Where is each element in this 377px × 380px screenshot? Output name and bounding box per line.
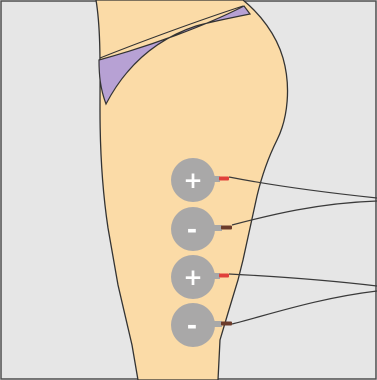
electrode-label-plus: + bbox=[183, 265, 202, 291]
electrode-lead-negative bbox=[221, 322, 232, 326]
electrode-label-minus: - bbox=[187, 215, 197, 244]
electrode-label-plus: + bbox=[183, 168, 202, 194]
electrode-label-minus: - bbox=[187, 311, 197, 340]
electrode-lead-positive bbox=[219, 177, 229, 181]
electrode-lead-negative bbox=[221, 226, 232, 230]
electrode-lead-positive bbox=[219, 274, 229, 278]
electrode-connector bbox=[212, 225, 222, 231]
electrode-connector bbox=[210, 176, 220, 182]
electrode-connector bbox=[212, 321, 222, 327]
electrode-connector bbox=[210, 273, 220, 279]
